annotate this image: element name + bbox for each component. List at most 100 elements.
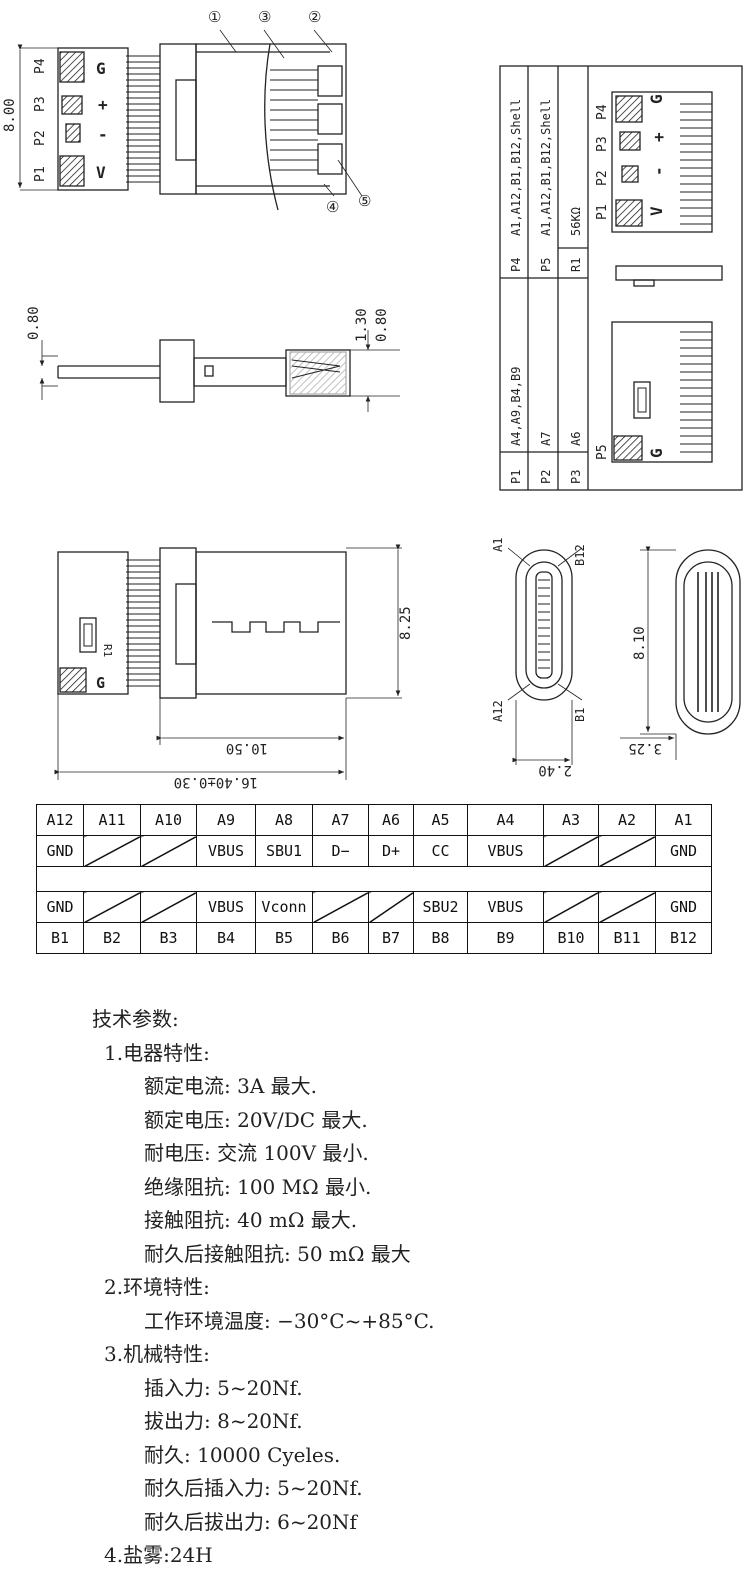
bottom-signal-row: GND VBUS Vconn SBU2 VBUS GND	[36, 891, 712, 923]
spec-insertion-force: 插入力: 5~20Nf.	[144, 1375, 303, 1400]
embedded-p4: P4	[595, 104, 610, 120]
signal-cell: SBU1	[255, 835, 313, 867]
marker-5: ⑤	[358, 192, 371, 210]
pin-cell: A3	[543, 804, 599, 836]
spec-section-electrical: 1.电器特性:	[104, 1040, 210, 1065]
contact-b1: B1	[573, 708, 587, 722]
pin-cell: A10	[140, 804, 197, 836]
signal-cell-empty	[368, 891, 414, 923]
dim-8-10: 8.10	[632, 626, 648, 660]
top-signal-row: GND VBUS SBU1 D− D+ CC VBUS GND	[36, 835, 712, 867]
pad-map-p2-pins: A7	[539, 432, 553, 446]
pin-cell: A5	[413, 804, 468, 836]
pin-cell: A2	[598, 804, 656, 836]
embedded-p3: P3	[595, 136, 610, 152]
signal-cell-empty	[543, 891, 599, 923]
spec-rated-current: 额定电流: 3A 最大.	[144, 1074, 317, 1098]
dim-1-30: 1.30	[354, 308, 370, 342]
spec-insulation-resistance: 绝缘阻抗: 100 MΩ 最小.	[144, 1174, 372, 1199]
signal-cell: GND	[655, 835, 712, 867]
pad-label-p3: P3	[33, 96, 48, 112]
pin-cell: A7	[312, 804, 369, 836]
pad-label-p1: P1	[33, 166, 48, 182]
pin-cell: B7	[368, 922, 414, 954]
pad-map-p4: P4	[509, 258, 523, 272]
embedded-p2: P2	[595, 170, 610, 186]
dim-8-25: 8.25	[398, 606, 414, 640]
contact-a1: A1	[491, 538, 505, 552]
pad-map-p5-pins: A1,A12,B1,B12,Shell	[539, 99, 553, 236]
pad-map-p3: P3	[569, 470, 583, 484]
pin-cell: B12	[655, 922, 712, 954]
spec-insertion-after-durability: 耐久后插入力: 5~20Nf.	[144, 1476, 363, 1500]
pad-map-p1-pins: A4,A9,B4,B9	[509, 367, 523, 446]
pin-cell: B1	[36, 922, 84, 954]
pad-map-p1: P1	[509, 470, 523, 484]
bottom-g-label: G	[96, 674, 105, 692]
pad-minus-label: -	[98, 125, 108, 144]
contact-a12: A12	[491, 700, 505, 722]
signal-cell-empty	[83, 835, 141, 867]
embedded-g-bottom: G	[647, 448, 666, 458]
specs-heading: 技术参数:	[92, 1007, 179, 1031]
pin-cell: B5	[255, 922, 313, 954]
bottom-pin-row: B1 B2 B3 B4 B5 B6 B7 B8 B9 B10 B11 B12	[36, 922, 712, 954]
spec-operating-temperature: 工作环境温度: −30°C~+85°C.	[144, 1308, 435, 1333]
pad-label-p4: P4	[33, 58, 48, 74]
signal-cell-empty	[140, 835, 197, 867]
pad-map-p4-pins: A1,A12,B1,B12,Shell	[509, 99, 523, 236]
side-view	[39, 330, 400, 412]
pin-cell: B2	[83, 922, 141, 954]
signal-cell-empty	[598, 835, 656, 867]
bottom-view	[54, 544, 402, 780]
signal-cell: CC	[413, 835, 468, 867]
signal-cell-empty	[598, 891, 656, 923]
rear-view	[620, 546, 741, 760]
technical-specifications: 技术参数: 1.电器特性: 额定电流: 3A 最大. 额定电压: 20V/DC …	[92, 1003, 712, 1573]
spec-withstand-voltage: 耐电压: 交流 100V 最小.	[144, 1141, 369, 1165]
front-view	[507, 547, 583, 765]
pin-cell: B8	[413, 922, 468, 954]
signal-cell-empty	[140, 891, 197, 923]
pad-plus-label: +	[98, 95, 108, 114]
embedded-g: G	[647, 94, 666, 104]
dim-10-50: 10.50	[226, 740, 268, 756]
pin-cell: B3	[140, 922, 197, 954]
signal-cell: D−	[312, 835, 369, 867]
embedded-p5: P5	[595, 444, 610, 460]
pad-map-p3-pins: A6	[569, 432, 583, 446]
embedded-minus: -	[649, 166, 668, 176]
pad-label-p2: P2	[33, 130, 48, 146]
dim-0-80-left: 0.80	[26, 306, 42, 340]
signal-cell: Vconn	[255, 891, 313, 923]
spec-salt-spray: 4.盐雾:24H	[104, 1543, 213, 1567]
bottom-r1-label: R1	[101, 644, 114, 657]
embedded-plus: +	[649, 132, 668, 142]
spec-durability: 耐久: 10000 Cyeles.	[144, 1442, 341, 1467]
pin-cell: A8	[255, 804, 313, 836]
spec-withdrawal-force: 拔出力: 8~20Nf.	[144, 1409, 303, 1433]
separator-cell	[36, 866, 712, 892]
dim-2-40: 2.40	[538, 762, 572, 778]
marker-2: ②	[308, 8, 321, 26]
spec-contact-resistance-after-durability: 耐久后接触阻抗: 50 mΩ 最大	[144, 1241, 411, 1266]
pin-cell: A6	[368, 804, 414, 836]
pin-cell: B9	[467, 922, 544, 954]
signal-cell: VBUS	[196, 835, 256, 867]
top-pin-row: A12 A11 A10 A9 A8 A7 A6 A5 A4 A3 A2 A1	[36, 804, 712, 836]
pin-cell: B4	[196, 922, 256, 954]
pad-map-table	[499, 65, 743, 491]
signal-cell: SBU2	[413, 891, 468, 923]
signal-cell: VBUS	[467, 835, 544, 867]
contact-b12: B12	[573, 544, 587, 566]
pin-cell: B11	[598, 922, 656, 954]
pin-cell: B10	[543, 922, 599, 954]
top-view	[17, 29, 363, 211]
pin-assignment-table: A12 A11 A10 A9 A8 A7 A6 A5 A4 A3 A2 A1 G…	[36, 804, 712, 954]
dim-8-00: 8.00	[2, 98, 18, 132]
spec-rated-voltage: 额定电压: 20V/DC 最大.	[144, 1107, 368, 1132]
dim-0-80-right: 0.80	[374, 308, 390, 342]
pin-cell: A1	[655, 804, 712, 836]
separator-row	[36, 866, 712, 892]
signal-cell: D+	[368, 835, 414, 867]
